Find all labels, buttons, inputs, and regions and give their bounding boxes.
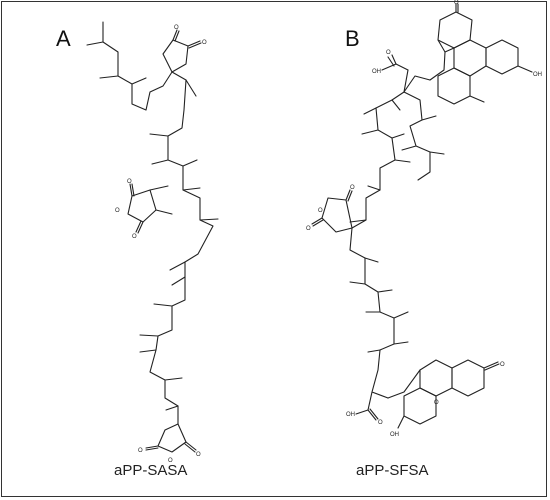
atom-labels: O O O O O O O O O OH O OH O O O O OH O O…: [115, 0, 542, 464]
caption-b: aPP-SFSA: [356, 462, 429, 479]
atom-label-oh: OH: [533, 72, 542, 78]
atom-label-o: O: [196, 452, 201, 458]
atom-label-o: O: [386, 50, 391, 56]
atom-label-o: O: [132, 234, 137, 240]
atom-label-o: O: [138, 448, 143, 454]
caption-a: aPP-SASA: [114, 462, 188, 479]
structure-a-anhydride-mid: [127, 183, 173, 234]
structure-b-fluorescein-top: [429, 3, 533, 105]
structure-b-carboxyl-bottom: [355, 391, 379, 421]
atom-label-o: O: [318, 208, 323, 214]
atom-label-oh: OH: [390, 432, 399, 438]
atom-label-oh: OH: [346, 412, 355, 418]
atom-label-o: O: [202, 40, 207, 46]
atom-label-o: O: [168, 458, 173, 464]
atom-label-o: O: [306, 226, 311, 232]
atom-label-o: O: [500, 362, 505, 368]
structure-a-backbone: [102, 21, 214, 425]
structure-b-methyls: [349, 99, 445, 353]
structure-b-fluorescein-bottom: [387, 359, 500, 429]
structure-b-anhydride: [311, 189, 353, 233]
atom-label-o: O: [434, 400, 439, 406]
structure-a-methyls: [86, 41, 219, 411]
atom-label-o: O: [454, 0, 459, 6]
atom-label-o: O: [127, 179, 132, 185]
structure-b-carboxyl-top: [381, 54, 409, 71]
atom-label-o: O: [350, 185, 355, 191]
structure-a-anhydride-bottom: [145, 423, 197, 453]
atom-label-oh: OH: [372, 69, 381, 75]
panel-label-b: B: [345, 26, 360, 51]
panel-label-a: A: [56, 26, 71, 51]
atom-label-o: O: [115, 208, 120, 214]
atom-label-o: O: [378, 420, 383, 426]
structure-b-backbone: [349, 69, 431, 399]
atom-label-o: O: [174, 25, 179, 31]
structure-a-anhydride-top: [162, 29, 202, 73]
